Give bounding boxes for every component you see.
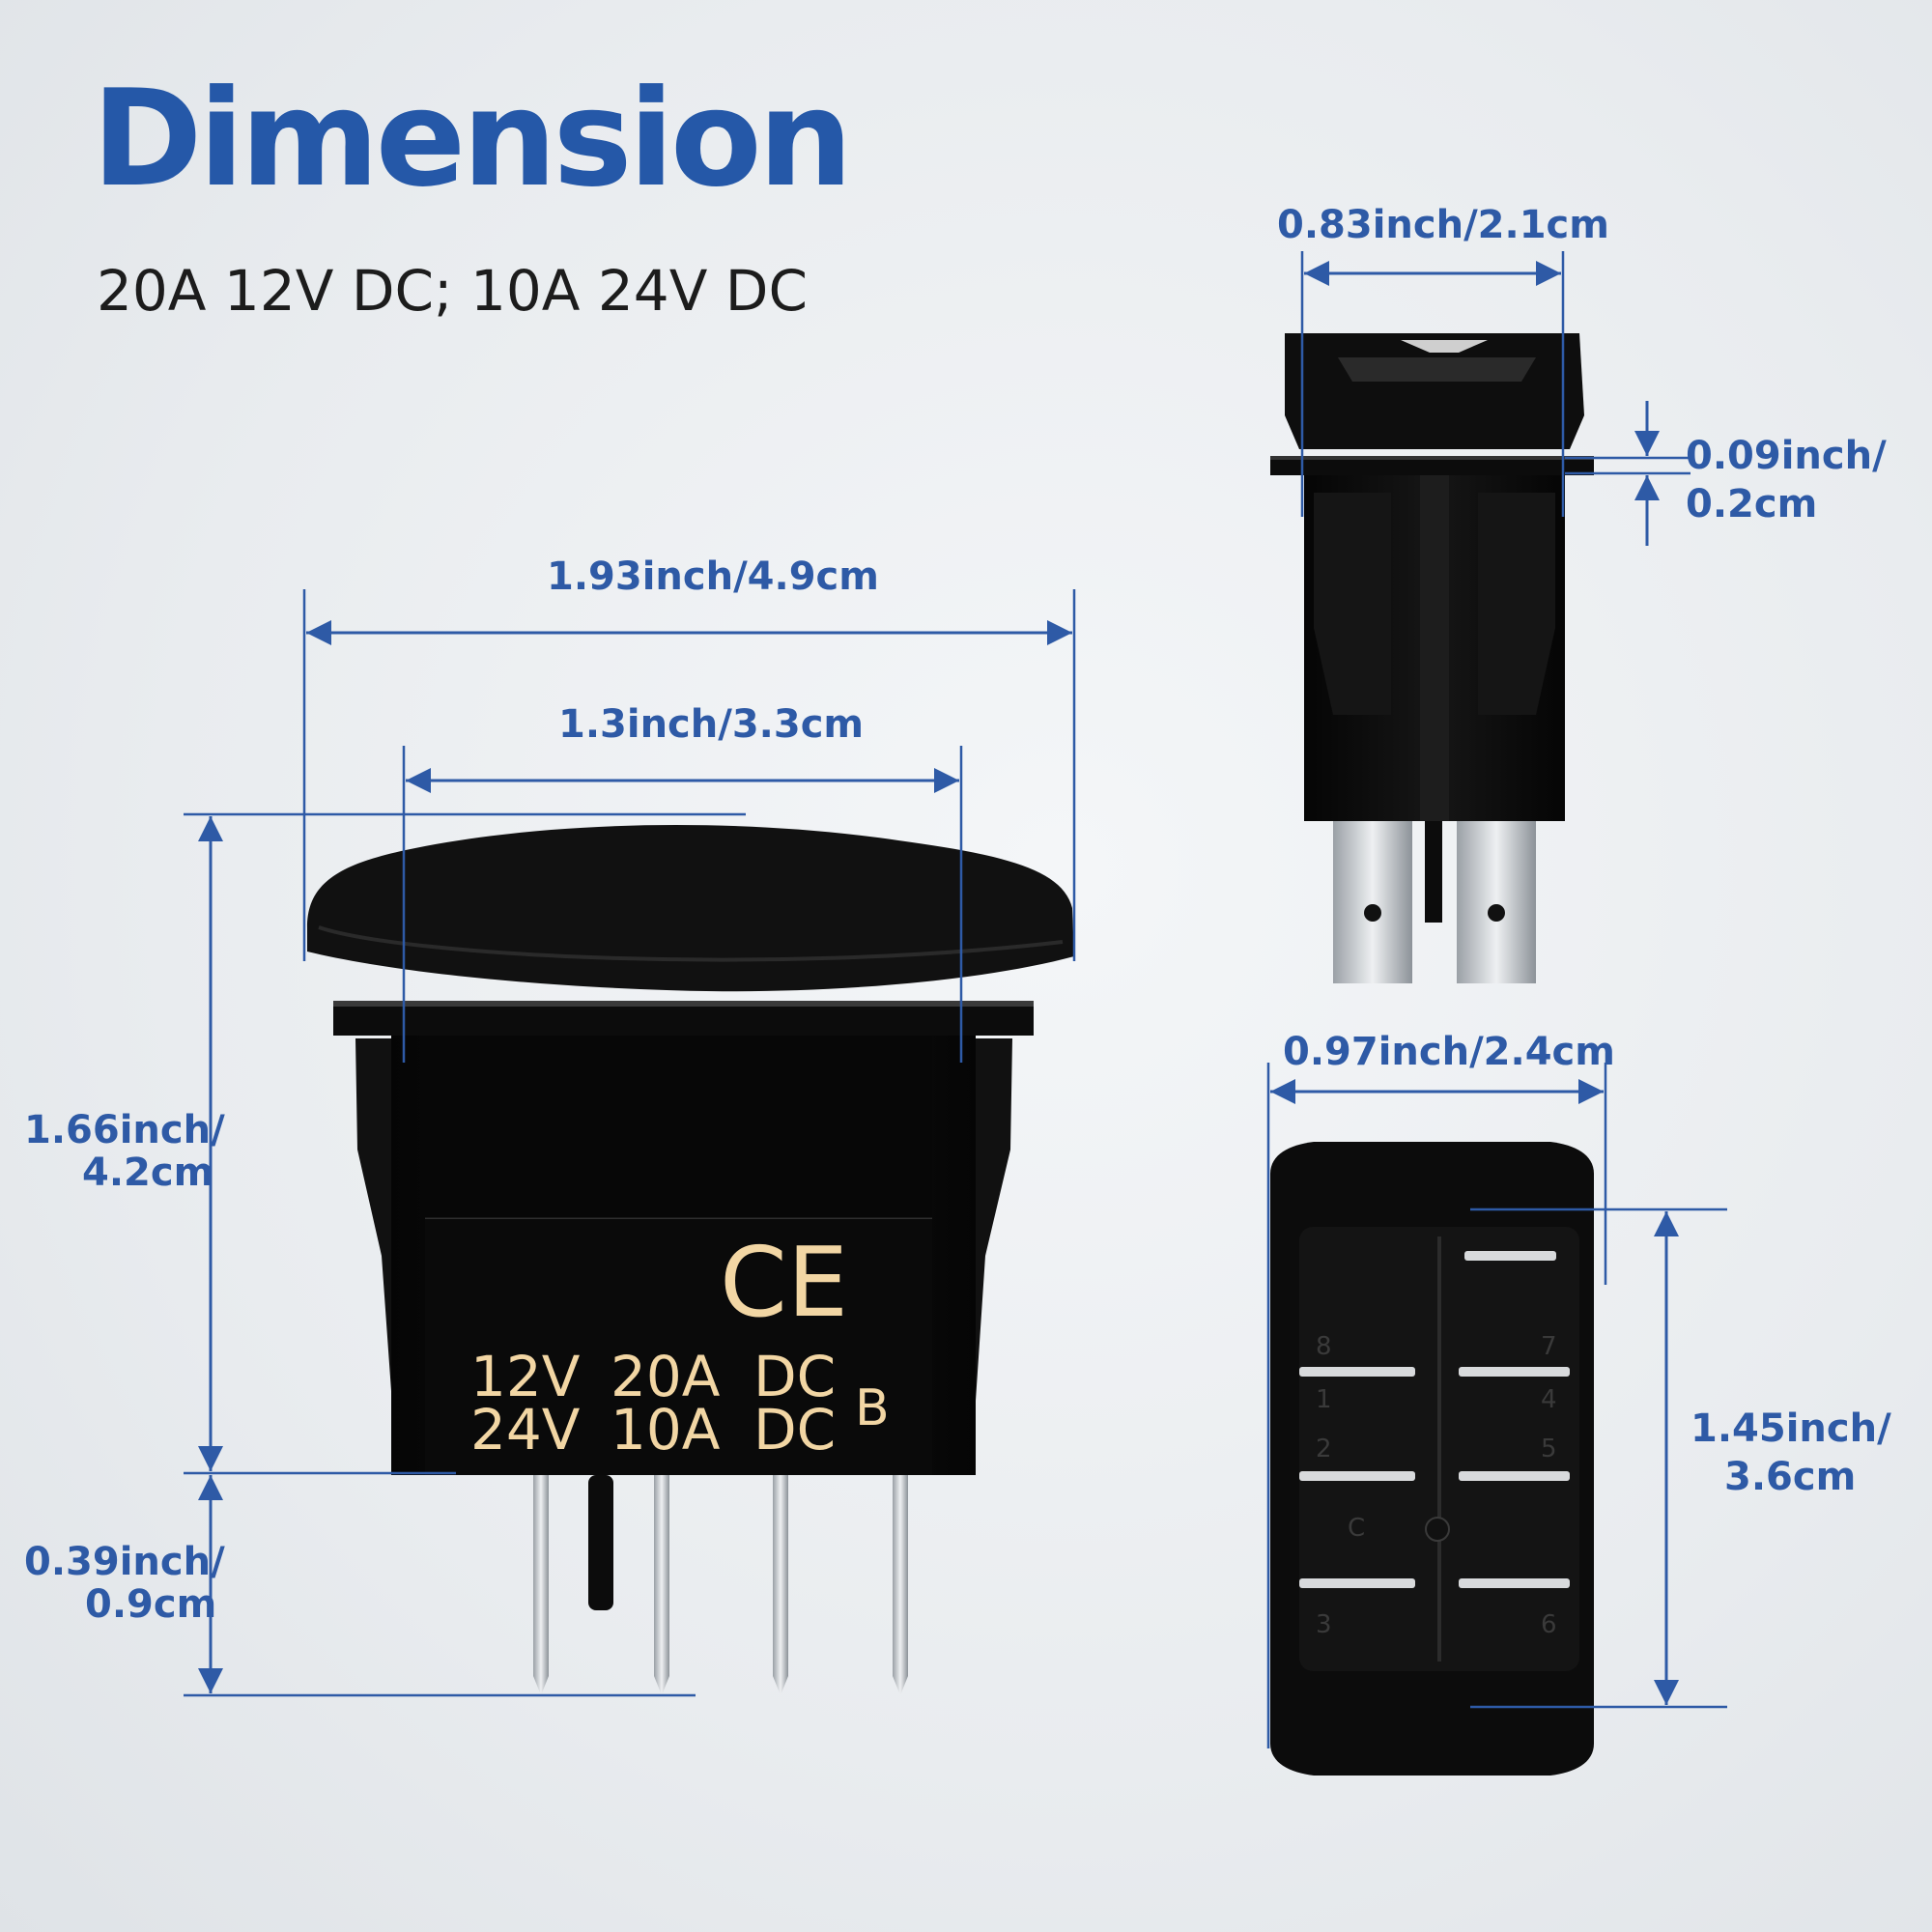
page-title: Dimension bbox=[92, 61, 853, 216]
dim-bottom-width: 0.97inch/2.4cm bbox=[1283, 1030, 1615, 1074]
dim-pin-length-2: 0.9cm bbox=[85, 1582, 216, 1627]
dim-body-width: 1.3inch/3.3cm bbox=[558, 702, 864, 747]
marking-dc-2: DC bbox=[753, 1397, 836, 1463]
dim-bottom-height-2: 3.6cm bbox=[1724, 1455, 1856, 1499]
marking-dc-1: DC bbox=[753, 1344, 836, 1409]
bottom-view-switch: 8 7 1 4 2 5 C 3 6 bbox=[1270, 1142, 1594, 1776]
dimension-lines bbox=[184, 251, 1727, 1748]
dim-overall-width: 1.93inch/4.9cm bbox=[547, 554, 879, 599]
marking-20a: 20A bbox=[611, 1344, 721, 1409]
dim-panel-thickness-2: 0.2cm bbox=[1686, 482, 1817, 526]
pin-label-3: 3 bbox=[1316, 1610, 1332, 1639]
front-pins bbox=[533, 1475, 908, 1695]
dim-body-height-1: 1.66inch/ bbox=[24, 1108, 225, 1152]
pin-label-4: 4 bbox=[1541, 1385, 1557, 1414]
pin-label-8: 8 bbox=[1316, 1332, 1332, 1361]
dim-panel-thickness-1: 0.09inch/ bbox=[1686, 434, 1887, 478]
pin-label-2: 2 bbox=[1316, 1435, 1332, 1463]
pin-label-7: 7 bbox=[1541, 1332, 1557, 1361]
dim-body-height-2: 4.2cm bbox=[82, 1151, 213, 1195]
pin-label-6: 6 bbox=[1541, 1610, 1557, 1639]
marking-24v: 24V bbox=[470, 1397, 581, 1463]
ce-mark: CE bbox=[720, 1226, 848, 1339]
dim-side-width: 0.83inch/2.1cm bbox=[1277, 203, 1609, 247]
pin-label-1: 1 bbox=[1316, 1385, 1332, 1414]
dim-pin-length-1: 0.39inch/ bbox=[24, 1540, 225, 1584]
front-view-switch: CE 12V 20A DC 24V 10A DC B bbox=[307, 824, 1074, 1695]
pin-label-5: 5 bbox=[1541, 1435, 1557, 1463]
side-view-switch bbox=[1270, 333, 1594, 983]
marking-variant: B bbox=[855, 1379, 890, 1437]
dim-bottom-height-1: 1.45inch/ bbox=[1690, 1406, 1891, 1451]
rocker-cap bbox=[307, 824, 1074, 992]
page-subtitle: 20A 12V DC; 10A 24V DC bbox=[97, 258, 808, 324]
marking-10a: 10A bbox=[611, 1397, 721, 1463]
pin-label-c: C bbox=[1348, 1514, 1365, 1543]
marking-12v: 12V bbox=[470, 1344, 581, 1409]
